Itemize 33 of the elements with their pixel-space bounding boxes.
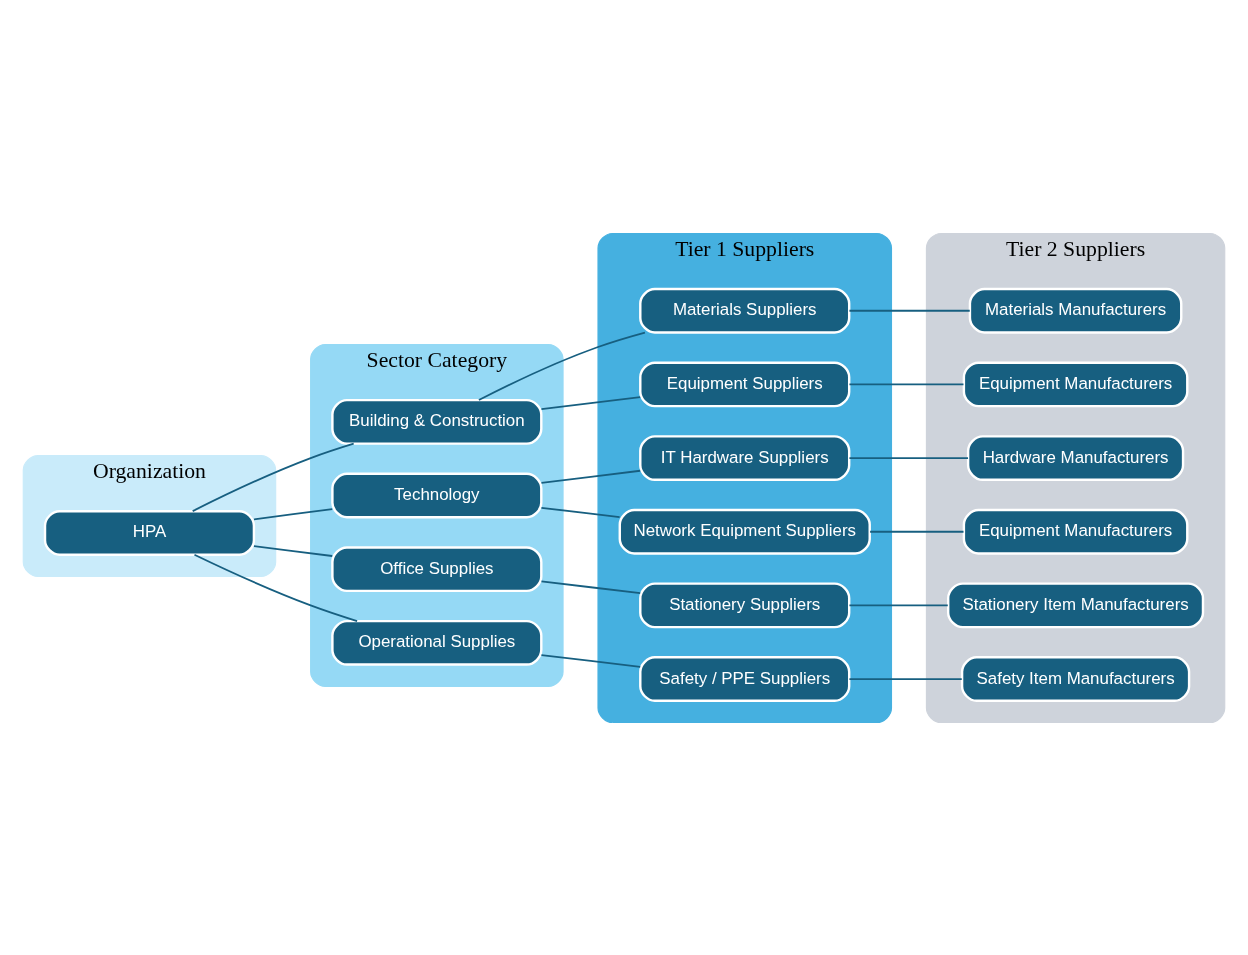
- connector: [540, 653, 642, 668]
- connector: [540, 395, 642, 410]
- node-box: IT Hardware Suppliers: [639, 434, 851, 481]
- connector: [540, 469, 642, 484]
- connector: [848, 383, 965, 385]
- connector: [478, 331, 646, 401]
- connector: [191, 442, 355, 512]
- connector: [848, 604, 949, 606]
- node-box: Stationery Item Manufacturers: [947, 581, 1205, 628]
- connector: [253, 544, 334, 557]
- node-box: Materials Suppliers: [639, 287, 851, 334]
- connector: [540, 506, 621, 518]
- node-box: Operational Supplies: [331, 619, 543, 666]
- node-box: Safety Item Manufacturers: [960, 655, 1191, 702]
- node-box: Stationery Suppliers: [639, 581, 851, 628]
- node-box: Network Equipment Suppliers: [618, 508, 871, 555]
- node-box: Hardware Manufacturers: [966, 434, 1185, 481]
- connector: [540, 580, 642, 594]
- connector: [253, 507, 334, 520]
- node-box: HPA: [43, 509, 256, 556]
- connector: [848, 677, 963, 680]
- node-box: Building & Construction: [331, 398, 543, 445]
- node-box: Equipment Suppliers: [639, 361, 851, 407]
- connector: [869, 530, 965, 533]
- node-box: Equipment Manufacturers: [962, 508, 1189, 555]
- connector: [848, 309, 971, 312]
- connector: [193, 553, 358, 622]
- node-box: Equipment Manufacturers: [962, 361, 1189, 407]
- node-box: Technology: [331, 472, 543, 518]
- node-box: Materials Manufacturers: [968, 287, 1183, 334]
- node-box: Office Supplies: [331, 545, 543, 592]
- node-box: Safety / PPE Suppliers: [639, 655, 851, 702]
- connector: [848, 456, 969, 459]
